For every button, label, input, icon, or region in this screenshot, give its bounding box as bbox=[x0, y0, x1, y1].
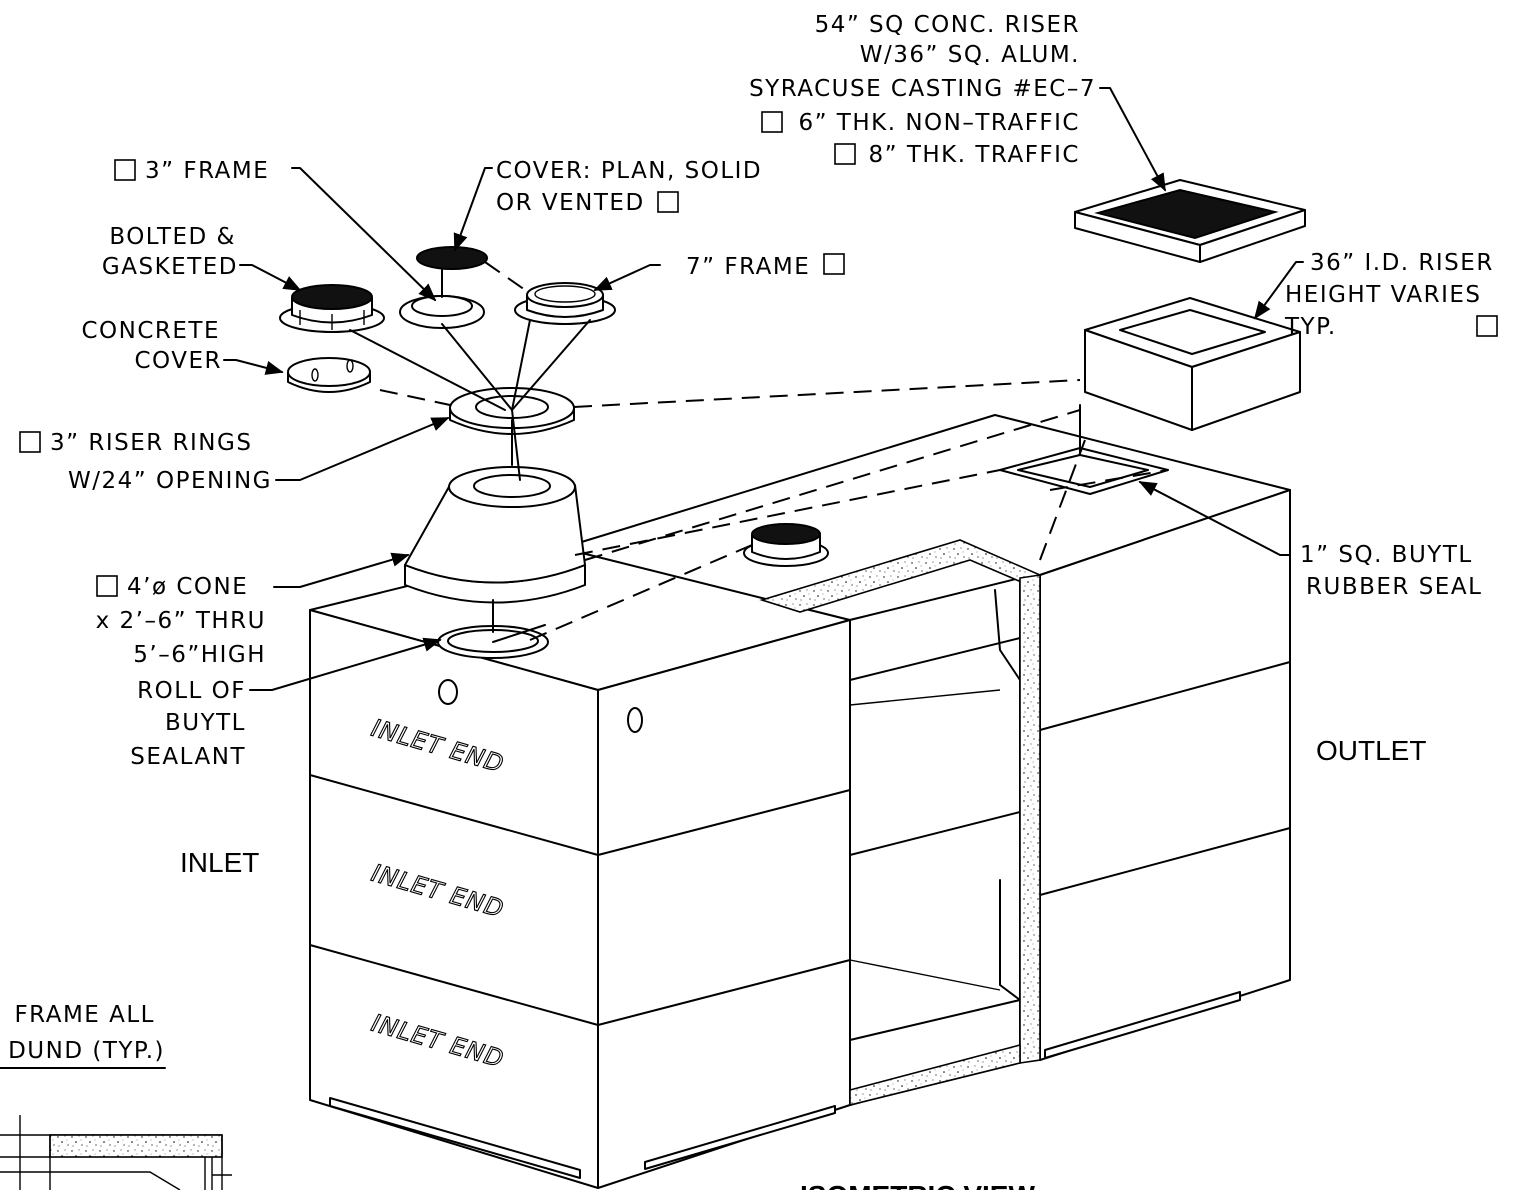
square-casting bbox=[1074, 179, 1306, 263]
rings-label-1: 3” RISER RINGS bbox=[50, 430, 252, 456]
inlet-end-block bbox=[309, 547, 851, 1189]
checkbox-8in-traffic[interactable] bbox=[834, 143, 856, 165]
concrete-cover-label-2: COVER bbox=[134, 348, 222, 374]
casting-label-3: SYRACUSE CASTING #EC–7 bbox=[749, 76, 1096, 102]
riser36-label-1: 36” I.D. RISER bbox=[1310, 250, 1494, 276]
casting-label-2: W/36” SQ. ALUM. bbox=[860, 42, 1080, 68]
cone bbox=[404, 466, 586, 604]
bolted-gasketed-frame bbox=[279, 284, 385, 333]
checkbox-3in-frame[interactable] bbox=[114, 159, 136, 181]
frame3-label: 3” FRAME bbox=[145, 158, 269, 184]
concrete-cover-label-1: CONCRETE bbox=[81, 318, 220, 344]
side-frame-on-tank bbox=[743, 523, 829, 567]
seal-label-2: RUBBER SEAL bbox=[1306, 574, 1482, 600]
casting-label-1: 54” SQ CONC. RISER bbox=[815, 12, 1080, 38]
checkbox-cover[interactable] bbox=[657, 191, 679, 213]
frame-detail-partial: FRAME ALL DUND (TYP.) bbox=[0, 1002, 232, 1190]
casting-label-5: 8” THK. TRAFFIC bbox=[868, 142, 1080, 168]
bolted-label-1: BOLTED & bbox=[109, 224, 236, 250]
casting-label-4: 6” THK. NON–TRAFFIC bbox=[798, 110, 1080, 136]
outlet-label: OUTLET bbox=[1316, 735, 1426, 766]
roll-label-2: BUYTL bbox=[165, 710, 246, 736]
seven-inch-frame bbox=[514, 282, 616, 325]
checkbox-riser-rings[interactable] bbox=[19, 431, 41, 453]
frame7-label: 7” FRAME bbox=[686, 254, 810, 280]
concrete-cover bbox=[287, 357, 371, 393]
cone-label-1: 4’ø CONE bbox=[127, 574, 248, 600]
riser36-label-2: HEIGHT VARIES bbox=[1285, 282, 1481, 308]
cover-label-2: OR VENTED bbox=[496, 190, 645, 216]
checkbox-6in-nontraffic[interactable] bbox=[761, 111, 783, 133]
rings-label-2: W/24” OPENING bbox=[68, 468, 272, 494]
square-riser bbox=[1084, 297, 1301, 431]
checkbox-36in-riser[interactable] bbox=[1476, 315, 1498, 337]
inlet-label: INLET bbox=[180, 847, 259, 878]
roll-label-1: ROLL OF bbox=[137, 678, 246, 704]
frame-all-label-1: FRAME ALL bbox=[14, 1002, 155, 1028]
cover-label-1: COVER: PLAN, SOLID bbox=[496, 158, 762, 184]
bolted-label-2: GASKETED bbox=[102, 254, 238, 280]
checkbox-cone[interactable] bbox=[96, 575, 118, 597]
inlet-pipe-hole bbox=[438, 679, 458, 705]
cone-label-3: 5’–6”HIGH bbox=[133, 642, 266, 668]
checkbox-7in-frame[interactable] bbox=[823, 253, 845, 275]
frame-all-label-2: DUND (TYP.) bbox=[8, 1038, 165, 1064]
riser36-label-3: TYP. bbox=[1284, 314, 1337, 340]
cone-label-2: x 2’–6” THRU bbox=[96, 608, 266, 634]
side-pipe-hole bbox=[627, 707, 643, 733]
roll-label-3: SEALANT bbox=[130, 744, 246, 770]
view-title: ISOMETRIC VIEW bbox=[800, 1180, 1035, 1190]
seal-label-1: 1” SQ. BUYTL bbox=[1300, 542, 1473, 568]
cover-disc bbox=[416, 246, 488, 270]
